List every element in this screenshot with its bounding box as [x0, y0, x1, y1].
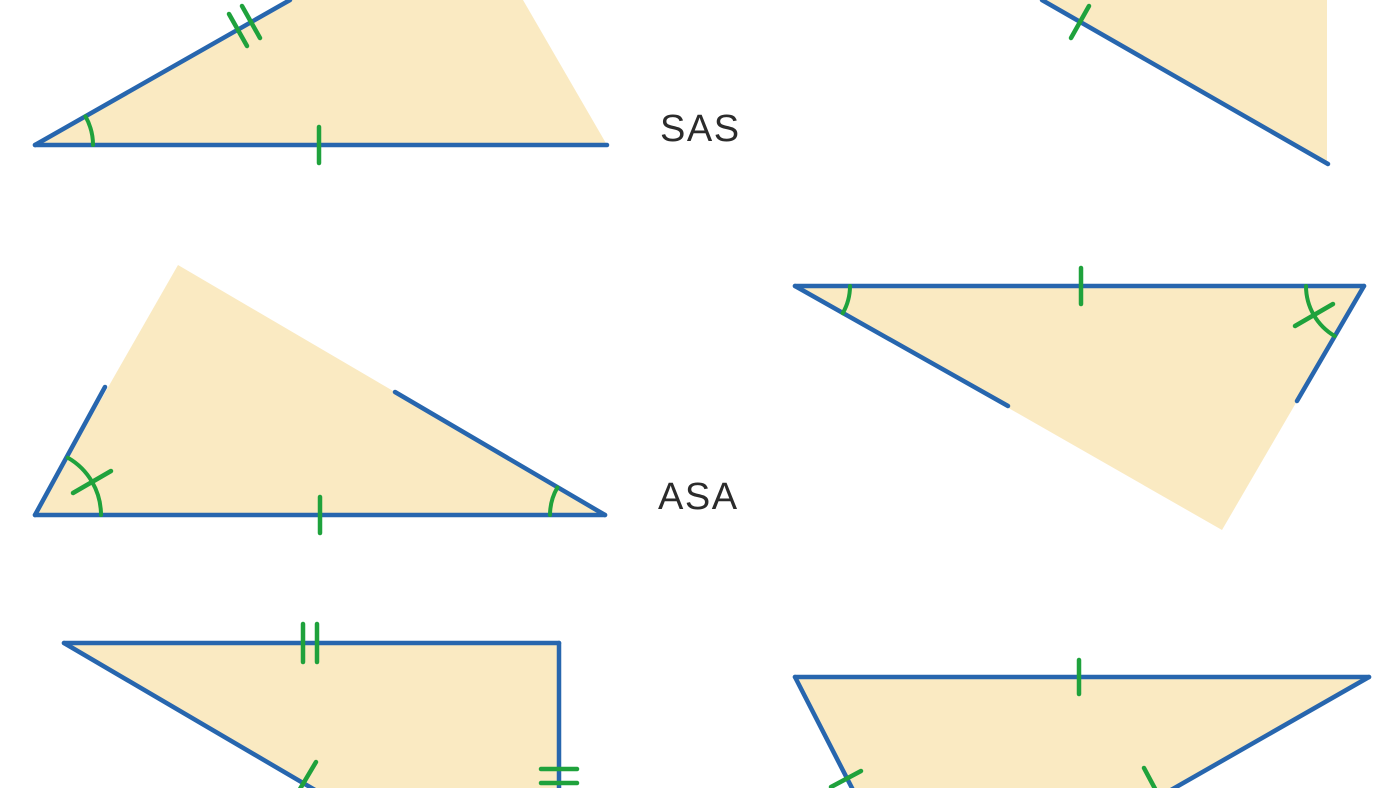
asa-right-triangle-fill [795, 286, 1364, 530]
sas-left-double-tick-1 [226, 11, 250, 49]
asa-left-angle-arc-2 [548, 485, 560, 517]
asa-right-right-ray [1294, 283, 1367, 404]
sas-left-angle-arc [83, 114, 95, 147]
row3-right-triangle-fill [795, 677, 1369, 788]
row3-right-left-edge-tick [828, 768, 864, 788]
asa-left-angle-arc-1 [65, 455, 103, 517]
congruence-label-sas: SAS [660, 108, 741, 150]
sas-left-triangle-fill [35, 0, 607, 145]
sas-left-double-tick-2 [239, 3, 263, 41]
row3-left-triangle-fill [64, 643, 559, 788]
sas-right-single-tick [1068, 3, 1092, 41]
asa-right-angle-arc-1 [840, 284, 852, 316]
asa-left-right-ray [392, 389, 608, 518]
asa-left-left-ray [32, 384, 108, 518]
congruence-label-asa: ASA [658, 476, 739, 518]
asa-right-left-ray [792, 283, 1011, 409]
row3-left-hypotenuse [61, 640, 317, 788]
row3-right-left-side [792, 674, 855, 788]
asa-right-angle-arc-2 [1304, 284, 1337, 339]
sas-left-left-side [32, 0, 293, 148]
sas-right-slant-side [1039, 0, 1331, 167]
row3-right-right-side [1169, 674, 1372, 788]
row3-right-right-edge-tick [1141, 765, 1158, 788]
asa-left-triangle-fill [35, 265, 605, 515]
row3-left-hyp-tick [297, 759, 319, 788]
